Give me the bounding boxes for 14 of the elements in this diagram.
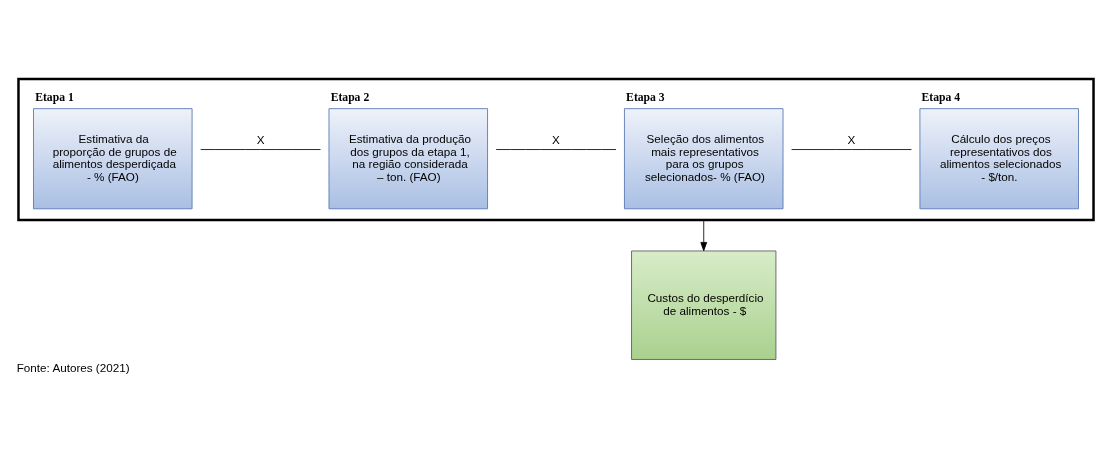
connector: [200, 148, 321, 150]
caption: Fonte: Autores (2021): [16, 360, 130, 374]
node-label: Etapa 4: [921, 90, 961, 104]
arrow: [700, 219, 708, 251]
edge-label: X: [256, 132, 265, 146]
node-label: Etapa 3: [626, 90, 665, 104]
node-box: Custos do desperdício de alimentos - $: [631, 250, 777, 360]
node-label: Etapa 1: [35, 90, 74, 104]
connector: [791, 148, 912, 150]
connector: [495, 148, 617, 150]
cluster: [17, 77, 1095, 221]
edge-label: X: [552, 132, 560, 146]
node-label: Etapa 2: [330, 90, 370, 104]
edge-label: X: [847, 132, 856, 146]
